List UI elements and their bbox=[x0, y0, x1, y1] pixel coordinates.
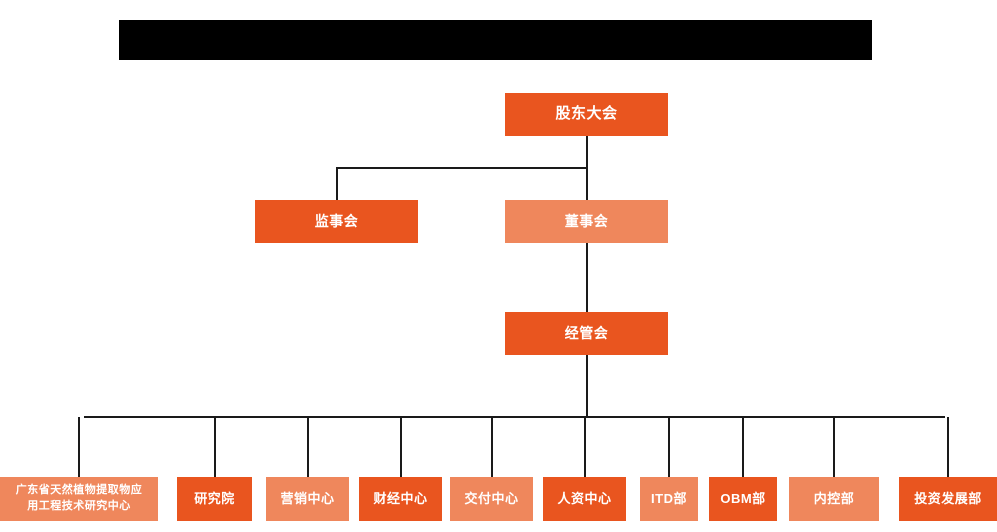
node-department-2[interactable]: 营销中心 bbox=[266, 477, 349, 521]
connector-to-department-9 bbox=[947, 417, 949, 477]
connector-to-department-2 bbox=[306, 417, 309, 477]
node-department-1-label: 研究院 bbox=[194, 490, 235, 506]
node-department-9[interactable]: 投资发展部 bbox=[899, 477, 997, 521]
connector-to-department-1 bbox=[213, 417, 216, 477]
connector-to-department-0 bbox=[78, 417, 80, 477]
node-department-7[interactable]: OBM部 bbox=[709, 477, 777, 521]
node-management-committee[interactable]: 经管会 bbox=[505, 312, 668, 355]
connector-to-board-of-directors bbox=[585, 168, 588, 200]
node-department-5[interactable]: 人资中心 bbox=[543, 477, 626, 521]
node-department-8-label: 内控部 bbox=[813, 490, 855, 506]
node-supervisory-board[interactable]: 监事会 bbox=[255, 200, 418, 243]
connector-shareholders-down bbox=[585, 136, 588, 168]
node-department-8[interactable]: 内控部 bbox=[789, 477, 879, 521]
node-department-0-label: 广东省天然植物提取物应用工程技术研究中心 bbox=[15, 484, 143, 512]
connector-department-bus bbox=[84, 416, 945, 418]
connector-to-department-3 bbox=[399, 417, 402, 477]
node-department-9-label: 投资发展部 bbox=[914, 490, 982, 506]
node-shareholders-meeting-label: 股东大会 bbox=[555, 105, 618, 123]
connector-management-down bbox=[585, 355, 588, 417]
connector-to-department-7 bbox=[742, 417, 744, 477]
connector-to-department-4 bbox=[490, 417, 493, 477]
connector-board-to-management bbox=[585, 243, 588, 312]
redacted-title-banner bbox=[119, 20, 872, 60]
connector-to-department-6 bbox=[668, 417, 670, 477]
node-management-committee-label: 经管会 bbox=[564, 324, 609, 341]
node-department-2-label: 营销中心 bbox=[280, 490, 335, 506]
node-department-4-label: 交付中心 bbox=[464, 490, 519, 506]
connector-to-department-8 bbox=[833, 417, 835, 477]
node-board-of-directors-label: 董事会 bbox=[564, 212, 609, 229]
connector-tier2-bus bbox=[336, 167, 586, 169]
node-department-3[interactable]: 财经中心 bbox=[359, 477, 442, 521]
node-department-5-label: 人资中心 bbox=[557, 490, 612, 506]
node-department-6-label: ITD部 bbox=[651, 490, 687, 506]
node-department-7-label: OBM部 bbox=[720, 490, 766, 506]
connector-to-supervisory-board bbox=[335, 168, 338, 200]
node-shareholders-meeting[interactable]: 股东大会 bbox=[505, 93, 668, 136]
node-supervisory-board-label: 监事会 bbox=[314, 212, 359, 229]
connector-to-department-5 bbox=[583, 417, 586, 477]
node-department-6[interactable]: ITD部 bbox=[640, 477, 698, 521]
node-department-1[interactable]: 研究院 bbox=[177, 477, 252, 521]
node-board-of-directors[interactable]: 董事会 bbox=[505, 200, 668, 243]
node-department-0[interactable]: 广东省天然植物提取物应用工程技术研究中心 bbox=[0, 477, 158, 521]
node-department-4[interactable]: 交付中心 bbox=[450, 477, 533, 521]
node-department-3-label: 财经中心 bbox=[373, 490, 428, 506]
